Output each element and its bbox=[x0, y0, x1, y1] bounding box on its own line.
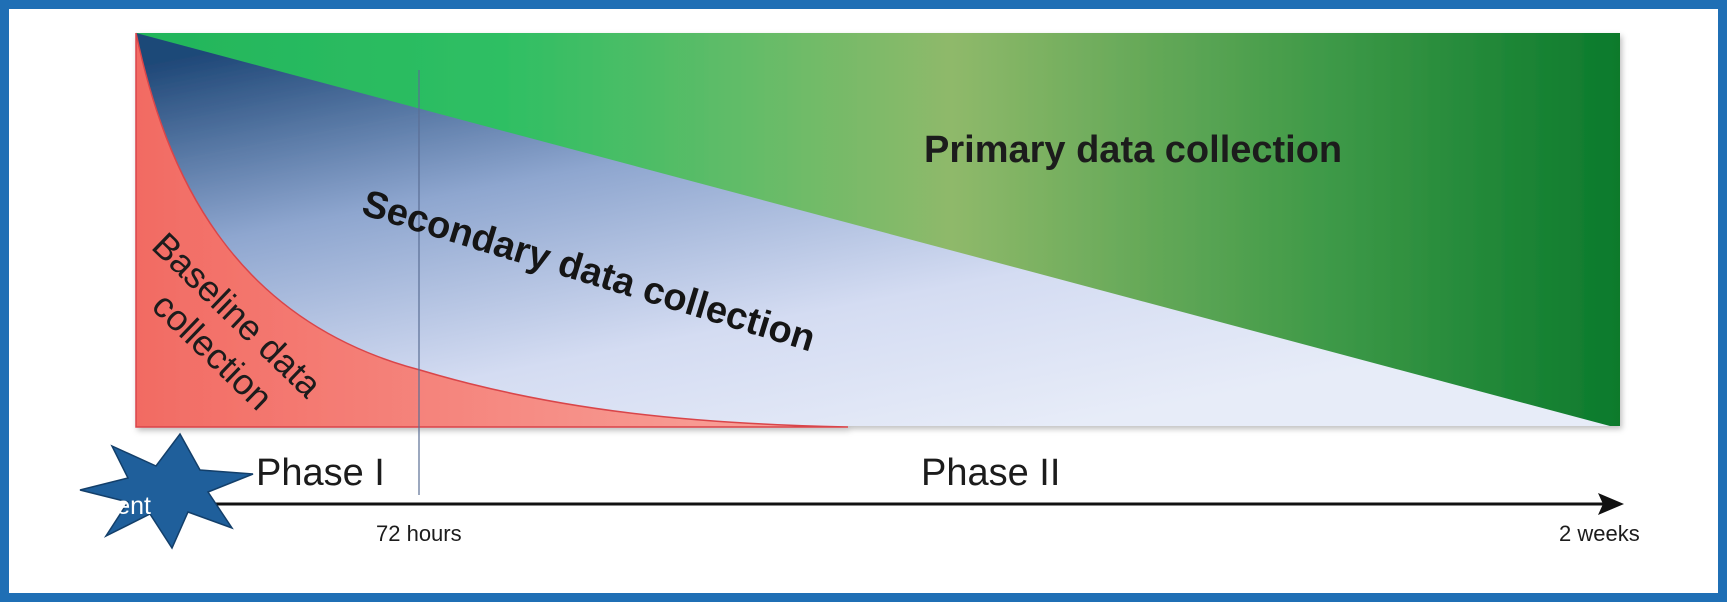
event-label: Event bbox=[87, 492, 151, 520]
tick-2-weeks: 2 weeks bbox=[1559, 521, 1640, 546]
secondary-region bbox=[136, 33, 1610, 426]
baseline-region bbox=[135, 32, 849, 428]
phase-2-label: Phase II bbox=[921, 452, 1060, 494]
timeline-arrowhead bbox=[1598, 493, 1624, 515]
event-star-icon bbox=[79, 432, 254, 550]
event-burst: Event bbox=[79, 432, 254, 550]
tick-72-hours: 72 hours bbox=[376, 521, 462, 546]
primary-label: Primary data collection bbox=[924, 129, 1342, 171]
phase-1-label: Phase I bbox=[256, 452, 385, 494]
